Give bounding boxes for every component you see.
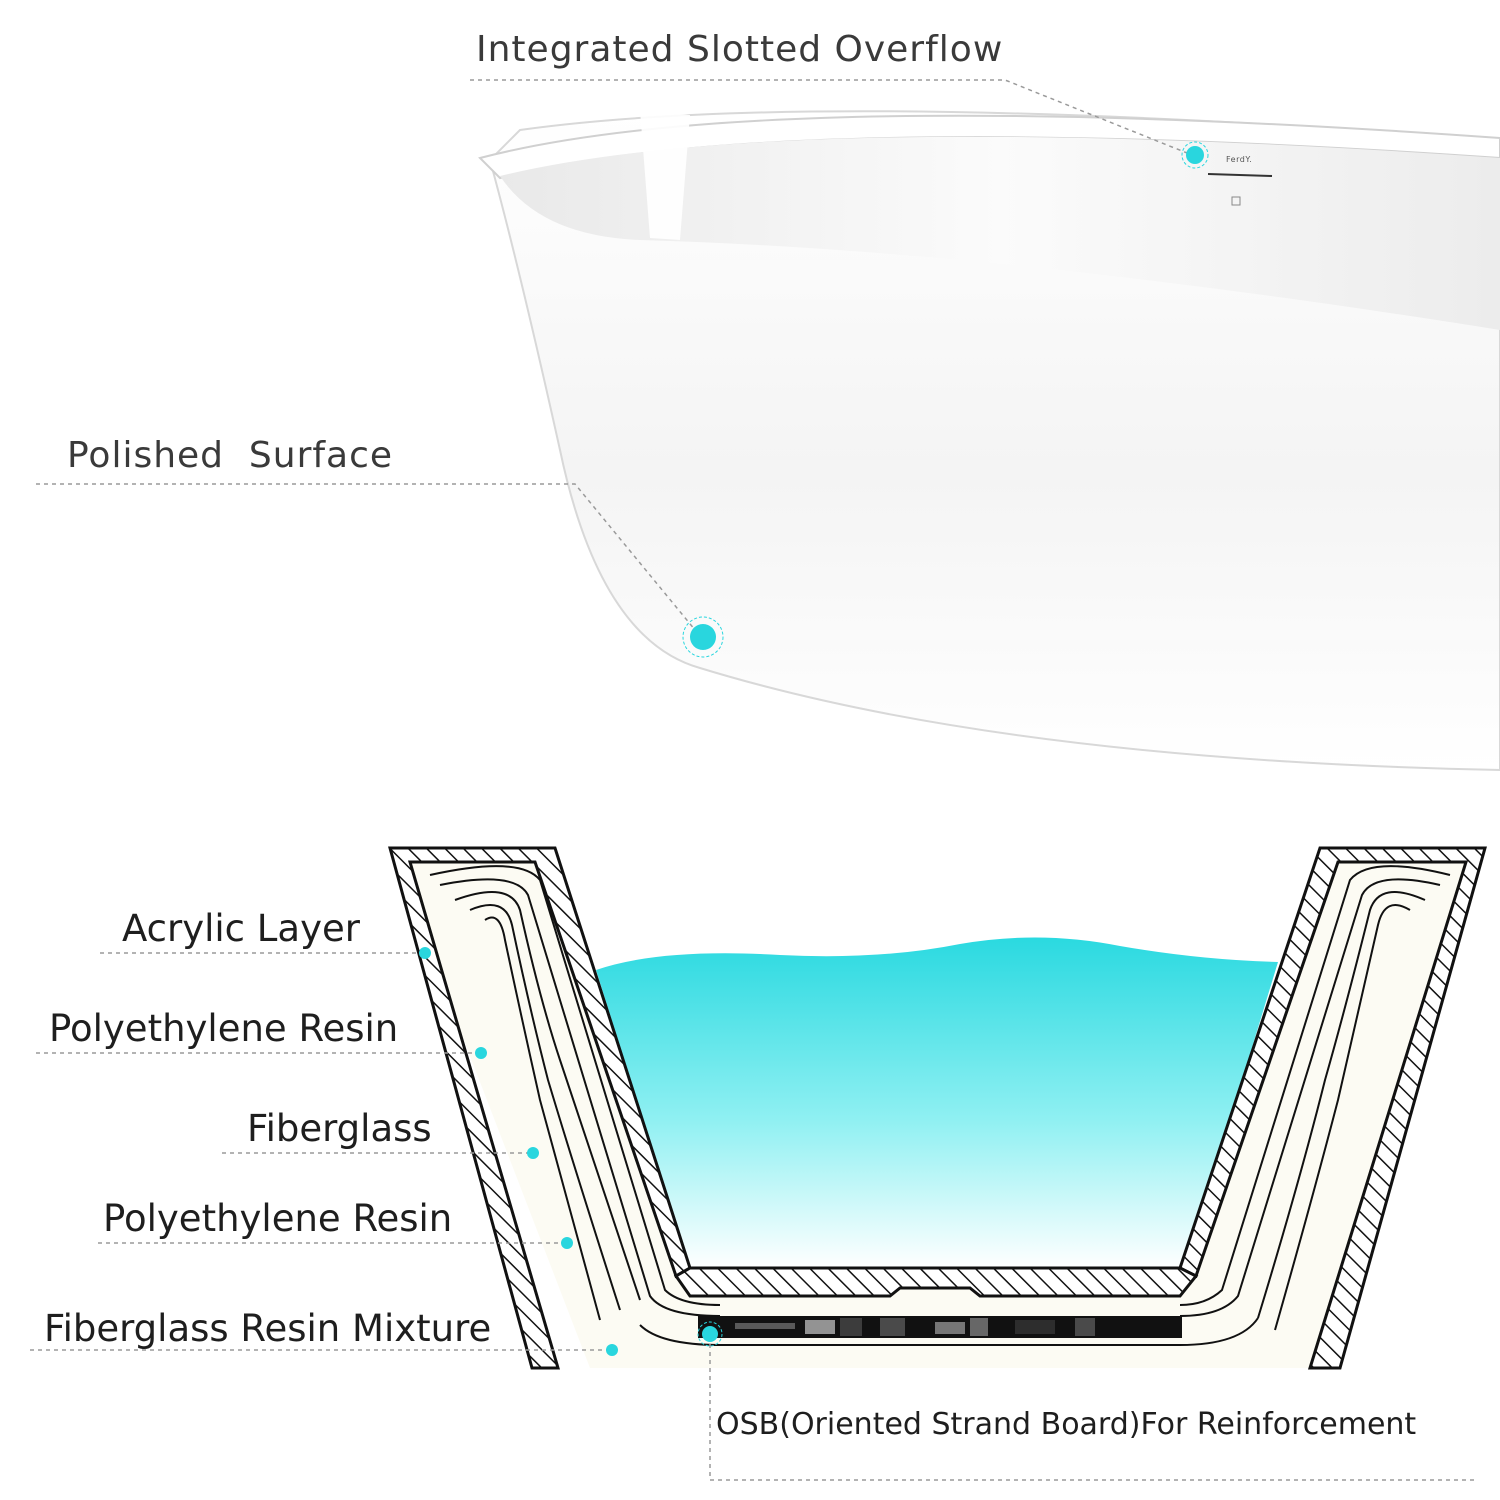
right-contour-3 bbox=[1257, 891, 1426, 1319]
top-leaders bbox=[36, 79, 1193, 637]
left-contour-2 bbox=[439, 878, 721, 1317]
left-contour-3 bbox=[454, 891, 641, 1301]
hotspot-fiberglass bbox=[527, 1147, 539, 1159]
left-contour-4 bbox=[469, 904, 621, 1311]
hotspot-resin-1 bbox=[475, 1047, 487, 1059]
osb-pixelation bbox=[735, 1318, 1095, 1336]
hotspot-overflow-ring bbox=[1181, 141, 1209, 169]
label-acrylic-layer: Acrylic Layer bbox=[122, 907, 360, 950]
left-contour-1 bbox=[429, 865, 721, 1306]
leader-osb bbox=[709, 1336, 1478, 1481]
drain-mark bbox=[1231, 196, 1241, 206]
overflow-slot bbox=[1207, 173, 1273, 177]
label-fiberglass-resin-mixture: Fiberglass Resin Mixture bbox=[44, 1307, 492, 1350]
label-polyethylene-resin-2: Polyethylene Resin bbox=[103, 1197, 453, 1240]
leader-overflow bbox=[470, 79, 1193, 156]
right-contour-4 bbox=[1274, 904, 1411, 1331]
right-contour-1 bbox=[1179, 865, 1451, 1306]
hotspot-mixture bbox=[606, 1344, 618, 1356]
right-contour-2 bbox=[1179, 878, 1441, 1317]
label-polyethylene-resin-1: Polyethylene Resin bbox=[49, 1007, 399, 1050]
hotspot-overflow bbox=[1186, 146, 1204, 164]
tub-highlight bbox=[640, 110, 690, 240]
label-polished-surface: Polished Surface bbox=[67, 435, 394, 476]
label-fiberglass: Fiberglass bbox=[247, 1107, 432, 1150]
right-wall-outer bbox=[1178, 846, 1487, 1370]
left-wall-outer bbox=[388, 846, 692, 1370]
water bbox=[596, 937, 1278, 1268]
cross-section bbox=[388, 846, 1487, 1370]
hotspot-surface bbox=[690, 624, 716, 650]
hotspot-resin-2 bbox=[561, 1237, 573, 1249]
left-contour-5 bbox=[484, 916, 601, 1321]
leader-surface bbox=[36, 483, 701, 637]
hotspot-surface-ring bbox=[682, 616, 724, 658]
bottom-wall bbox=[673, 1266, 1199, 1298]
label-integrated-slotted-overflow: Integrated Slotted Overflow bbox=[476, 29, 1004, 70]
hotspot-acrylic bbox=[419, 947, 431, 959]
label-osb-reinforcement: OSB(Oriented Strand Board)For Reinforcem… bbox=[716, 1407, 1417, 1442]
hotspot-osb bbox=[702, 1326, 718, 1342]
bottom-contour bbox=[639, 1317, 1259, 1346]
top-hotspots bbox=[682, 141, 1209, 658]
layer-hotspots bbox=[419, 947, 723, 1356]
brand-mark: FerdY. bbox=[1226, 155, 1253, 164]
hotspot-osb-ring bbox=[697, 1321, 723, 1347]
bathtub-illustration bbox=[478, 110, 1500, 772]
tub-interior bbox=[500, 136, 1500, 330]
